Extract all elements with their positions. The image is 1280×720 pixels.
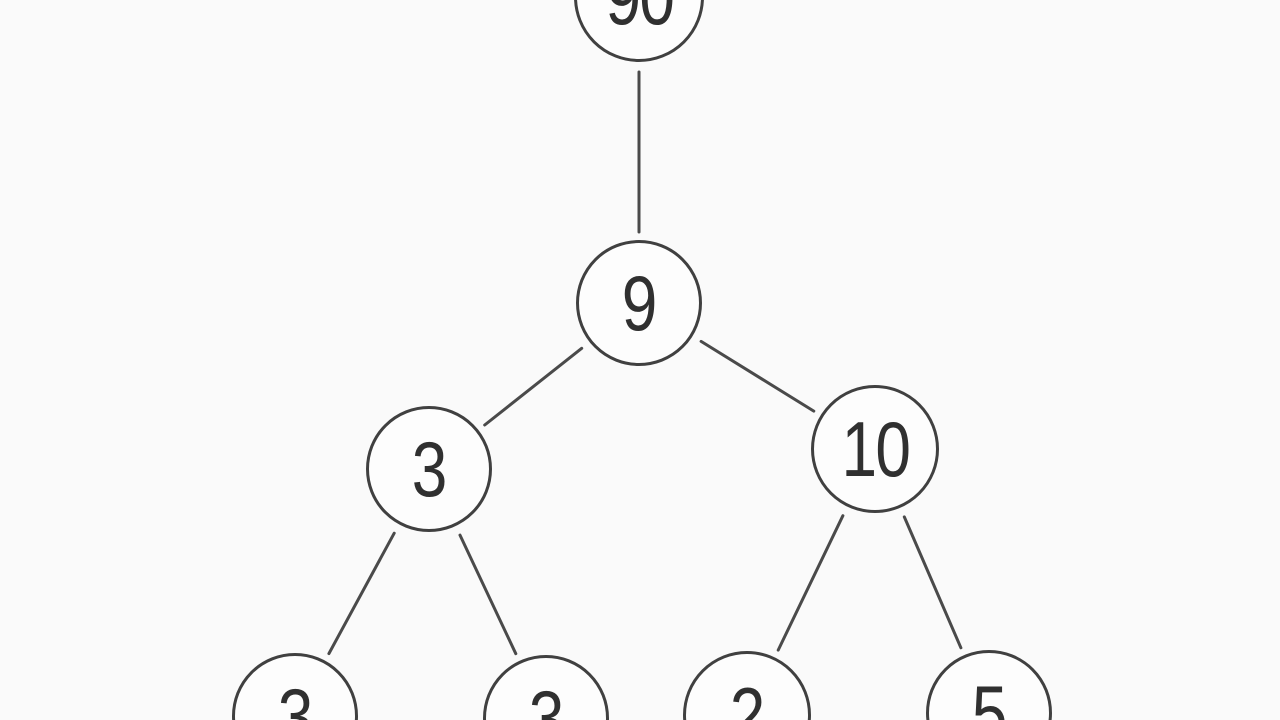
tree-node-10: 10 — [811, 385, 939, 513]
node-label-3-left: 3 — [278, 672, 314, 720]
tree-node-3: 3 — [366, 406, 492, 532]
tree-edge-n9-n3 — [483, 346, 584, 427]
node-label-3-right: 3 — [529, 674, 565, 720]
tree-node-9: 9 — [576, 240, 702, 366]
node-label-5: 5 — [972, 669, 1008, 720]
tree-edge-n10-n2 — [776, 514, 845, 652]
node-label-10: 10 — [841, 405, 911, 493]
node-label-90: 90 — [605, 0, 675, 36]
tree-edge-n10-n5 — [902, 515, 963, 650]
node-label-3: 3 — [412, 425, 448, 513]
node-label-2: 2 — [730, 671, 766, 720]
node-label-9: 9 — [622, 259, 658, 347]
tree-edge-n9-n10 — [699, 339, 816, 413]
tree-edge-n3-n3a — [327, 531, 396, 656]
tree-edge-n3-n3b — [458, 533, 518, 656]
